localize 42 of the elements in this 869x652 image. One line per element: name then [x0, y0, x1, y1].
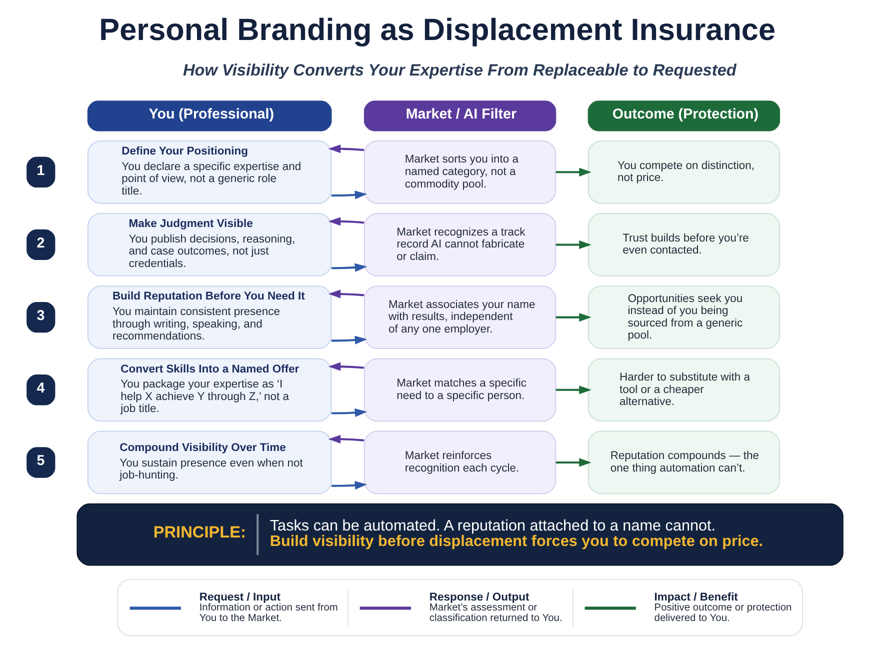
- arrow: [330, 263, 367, 272]
- label: How Visibility Converts Your Expertise From Replaceable to Requested: [182, 61, 736, 80]
- arrow: [555, 313, 591, 322]
- node-box: Market reinforces recognition each cycle.: [363, 430, 556, 494]
- node-box: Define Your Positioning You declare a specific expertise and point of view, not a generic role title.: [86, 140, 332, 204]
- arrow: [330, 336, 367, 344]
- node-box: Compound Visibility Over Time You sustain presence even when not job-hunting.: [86, 430, 332, 494]
- node-box: Convert Skills Into a Named Offer You package your expertise as ‘I help X achieve Y through Z,’ not a job title.: [86, 358, 332, 422]
- node-box: Market associates your name with results, independent of any one employer.: [363, 286, 556, 349]
- arrow: [330, 408, 367, 417]
- arrow: [555, 458, 591, 467]
- legend-label: Request / Input: [198, 591, 280, 604]
- label: Market’s assessment or classification returned to You.: [428, 602, 562, 624]
- arrow: [555, 240, 591, 250]
- label: Information or action sent from You to the Market.: [198, 602, 338, 624]
- legend-label: Response / Output: [428, 591, 529, 604]
- node-box: Market matches a specific need to a specific person.: [363, 358, 556, 422]
- legend-label: Impact / Benefit: [654, 591, 738, 604]
- label: Positive outcome or protection delivered to You.: [654, 602, 792, 624]
- node-box: Market recognizes a track record AI cannot fabricate or claim.: [363, 213, 556, 276]
- arrow: [328, 434, 364, 444]
- arrow: [555, 168, 591, 176]
- node-box: Build Reputation Before You Need It You maintain consistent presence through writing, speaking, and recommendations.: [86, 286, 332, 349]
- node-box: Reputation compounds — the one thing automation can’t.: [587, 430, 780, 494]
- arrow: [330, 480, 367, 490]
- node-box: Market sorts you into a named category, not a commodity pool.: [363, 140, 556, 204]
- node-box: Make Judgment Visible You publish decisions, reasoning, and case outcomes, not just credentials.: [86, 213, 332, 276]
- node-box: You compete on distinction, not price.: [587, 140, 780, 204]
- node-box: You (Professional): [86, 100, 332, 132]
- arrow: [328, 144, 364, 154]
- node-box: Outcome (Protection): [587, 100, 780, 132]
- diagram-title: Personal Branding as Displacement Insurance: [98, 12, 776, 47]
- arrow: [330, 190, 367, 200]
- node-box: Opportunities seek you instead of you being sourced from a generic pool.: [587, 286, 780, 349]
- arrow: [555, 386, 591, 394]
- arrow: [328, 217, 364, 226]
- node-box: Harder to substitute with a tool or a cheaper alternative.: [587, 358, 780, 422]
- node-box: PRINCIPLE: Tasks can be automated. A reputation attached to a name cannot. Build visibility before displacement forces you to compete on price.: [76, 503, 843, 566]
- node-box: Trust builds before you’re even contacted.: [587, 213, 780, 276]
- arrow: [328, 290, 364, 298]
- node-box: Market / AI Filter: [363, 100, 556, 132]
- arrow: [328, 362, 364, 371]
